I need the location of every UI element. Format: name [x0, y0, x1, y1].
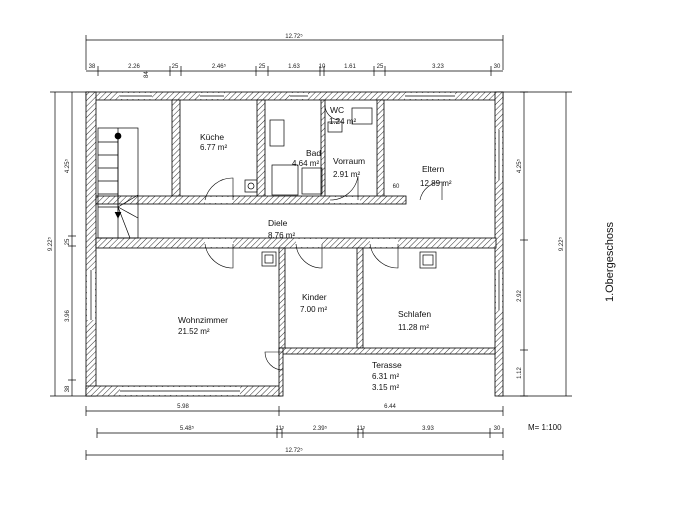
dim-top-total: 12.72⁵: [285, 33, 303, 40]
room-kueche-area: 6.77 m²: [200, 143, 227, 152]
svg-text:2.92: 2.92: [517, 290, 523, 302]
svg-text:9.22⁵: 9.22⁵: [558, 236, 565, 251]
svg-text:25: 25: [259, 64, 266, 70]
svg-text:2.26: 2.26: [128, 64, 140, 70]
room-labels: Küche 6.77 m² Bad 4.64 m² WC 1.24 m² Vor…: [178, 105, 452, 392]
room-bad-area: 4.64 m²: [292, 159, 319, 168]
svg-text:3.96: 3.96: [65, 310, 71, 322]
room-schlafen-area: 11.28 m²: [398, 323, 429, 332]
room-terasse-name: Terasse: [372, 360, 402, 370]
walls: [85, 91, 504, 397]
svg-text:11⁵: 11⁵: [357, 425, 366, 432]
svg-text:25: 25: [65, 238, 71, 245]
svg-text:25: 25: [377, 64, 384, 70]
svg-text:30: 30: [494, 64, 501, 70]
svg-text:60: 60: [393, 184, 400, 190]
room-vorraum-name: Vorraum: [333, 156, 365, 166]
room-wc-area: 1.24 m²: [329, 117, 356, 126]
scale-label: M= 1:100: [528, 423, 562, 432]
svg-text:84: 84: [144, 71, 150, 78]
room-eltern-name: Eltern: [422, 164, 444, 174]
svg-text:4.25⁵: 4.25⁵: [64, 158, 71, 173]
room-kueche-name: Küche: [200, 132, 224, 142]
svg-text:2.39⁵: 2.39⁵: [313, 425, 328, 432]
svg-text:38: 38: [89, 64, 96, 70]
svg-text:12.72⁵: 12.72⁵: [285, 447, 303, 454]
room-terasse-area-2: 3.15 m²: [372, 383, 399, 392]
room-schlafen-name: Schlafen: [398, 309, 431, 319]
svg-text:1.12: 1.12: [517, 367, 523, 379]
room-bad-name: Bad: [306, 148, 321, 158]
svg-text:30: 30: [494, 426, 501, 432]
svg-text:5.98: 5.98: [177, 404, 189, 410]
room-wohnzimmer-area: 21.52 m²: [178, 327, 210, 336]
room-wohnzimmer-name: Wohnzimmer: [178, 315, 228, 325]
svg-text:1.63: 1.63: [288, 64, 300, 70]
room-diele-area: 8.76 m²: [268, 231, 295, 240]
svg-text:10: 10: [319, 64, 326, 70]
dimension-lines: [50, 35, 572, 460]
svg-text:5.48⁵: 5.48⁵: [180, 425, 195, 432]
svg-text:4.25⁵: 4.25⁵: [516, 158, 523, 173]
doors: [204, 104, 443, 371]
svg-text:3.93: 3.93: [422, 426, 434, 432]
svg-text:2.46⁵: 2.46⁵: [212, 63, 227, 70]
dimension-labels: 12.72⁵ 38 2.26 25 2.46⁵ 25 1.63 10 1.61 …: [47, 33, 565, 454]
bathroom-fixtures: [244, 107, 437, 269]
room-vorraum-area: 2.91 m²: [333, 170, 360, 179]
svg-text:38: 38: [65, 385, 71, 392]
room-eltern-area: 12.89 m²: [420, 179, 452, 188]
windows: [90, 95, 500, 392]
svg-text:3.23: 3.23: [432, 64, 444, 70]
room-diele-name: Diele: [268, 218, 288, 228]
staircase: [97, 127, 139, 239]
svg-text:25: 25: [172, 64, 179, 70]
svg-text:6.44: 6.44: [384, 404, 396, 410]
room-kinder-area: 7.00 m²: [300, 305, 327, 314]
room-terasse-area: 6.31 m²: [372, 372, 399, 381]
svg-text:11⁵: 11⁵: [276, 425, 285, 432]
svg-text:9.22⁵: 9.22⁵: [47, 236, 54, 251]
room-wc-name: WC: [330, 105, 344, 115]
svg-text:1.61: 1.61: [344, 64, 356, 70]
floor-label: 1.Obergeschoss: [604, 221, 616, 302]
room-kinder-name: Kinder: [302, 292, 327, 302]
